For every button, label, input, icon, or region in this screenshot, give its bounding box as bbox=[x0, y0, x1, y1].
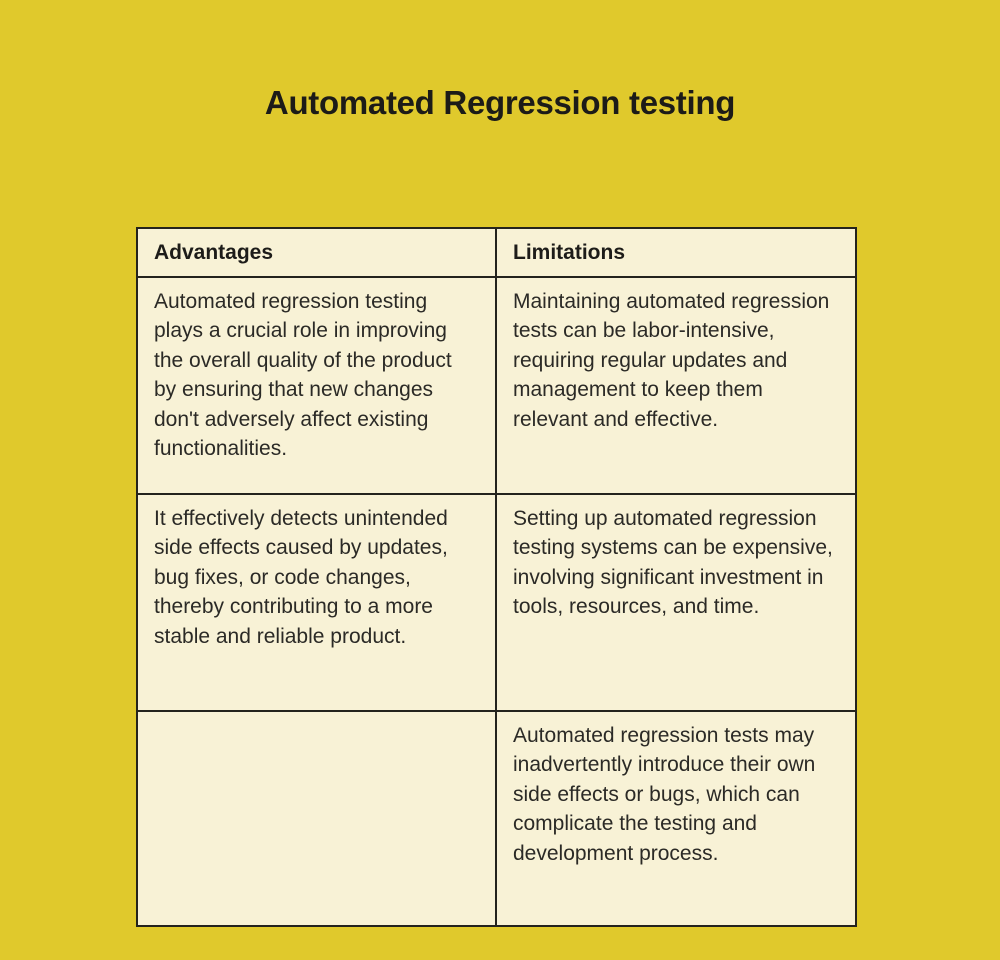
table-row: Automated regression testing plays a cru… bbox=[136, 275, 857, 495]
table-header-row: Advantages Limitations bbox=[136, 227, 857, 278]
limitations-cell-1: Maintaining automated regression tests c… bbox=[495, 275, 857, 495]
limitations-cell-3: Automated regression tests may inadverte… bbox=[495, 709, 857, 927]
table-row: Automated regression tests may inadverte… bbox=[136, 709, 857, 927]
table-row: It effectively detects unintended side e… bbox=[136, 492, 857, 712]
column-header-advantages: Advantages bbox=[136, 227, 497, 278]
comparison-table-container: Advantages Limitations Automated regress… bbox=[136, 227, 857, 927]
column-header-limitations: Limitations bbox=[495, 227, 857, 278]
advantages-cell-1: Automated regression testing plays a cru… bbox=[136, 275, 497, 495]
comparison-table: Advantages Limitations Automated regress… bbox=[136, 227, 857, 927]
advantages-cell-2: It effectively detects unintended side e… bbox=[136, 492, 497, 712]
advantages-cell-3-empty bbox=[136, 709, 497, 927]
limitations-cell-2: Setting up automated regression testing … bbox=[495, 492, 857, 712]
page-title: Automated Regression testing bbox=[264, 84, 736, 121]
